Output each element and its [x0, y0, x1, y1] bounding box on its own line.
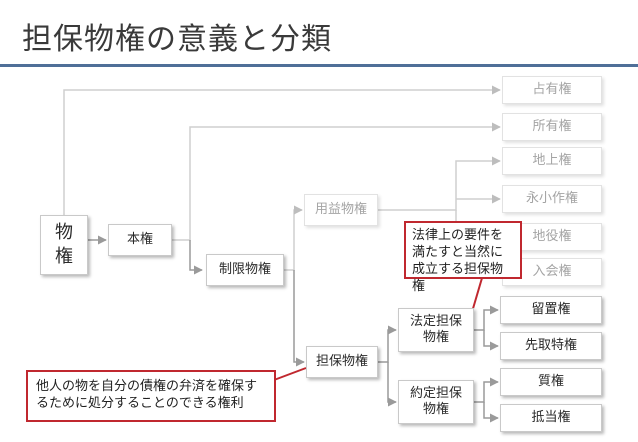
node-seigen-label: 制限物権	[218, 262, 271, 277]
line-hotei-sakidori	[483, 330, 499, 351]
node-teito: 抵当権	[500, 404, 602, 432]
node-chijo: 地上権	[502, 147, 602, 175]
title-rule	[0, 64, 638, 67]
line-seigen-yoeki	[284, 205, 303, 271]
node-sakidori: 先取特権	[500, 332, 602, 360]
line-yakutei-teito	[483, 402, 499, 423]
node-chieki-label: 地役権	[532, 229, 572, 244]
line-bukken-senyu	[63, 85, 501, 215]
node-ryuchi-label: 留置権	[531, 302, 571, 317]
node-shoyu: 所有権	[502, 113, 602, 141]
line-hotei-ryuchi	[474, 305, 499, 331]
node-yoeki: 用益物権	[304, 194, 378, 226]
node-shichi: 質権	[500, 368, 602, 396]
callout-pointer-hotei	[471, 277, 483, 313]
node-iriai-label: 入会権	[532, 264, 572, 279]
line-yoeki-chijo	[378, 156, 501, 211]
node-tanpo-label: 担保物権	[315, 354, 368, 369]
node-eikosaku: 永小作権	[502, 185, 602, 213]
node-seigen: 制限物権	[206, 254, 284, 286]
line-tanpo-yakutei	[387, 362, 397, 407]
line-tanpo-hotei	[378, 325, 397, 363]
line-honken-seigen	[189, 240, 203, 275]
page-title: 担保物権の意義と分類	[22, 22, 332, 57]
node-shoyu-label: 所有権	[532, 119, 572, 134]
node-hotei: 法定担保物権	[398, 308, 474, 352]
node-sakidori-label: 先取特権	[524, 338, 577, 353]
callout-tanpo-text: 他人の物を自分の債権の弁済を確保するために処分することのできる権利	[36, 379, 258, 411]
line-yakutei-shichi	[474, 377, 499, 403]
node-honken: 本権	[108, 224, 172, 256]
node-teito-label: 抵当権	[531, 410, 571, 425]
callout-pointer-tanpo	[273, 367, 307, 381]
node-honken-label: 本権	[126, 232, 153, 247]
line-honken-shoyu	[172, 122, 501, 241]
callout-tanpo: 他人の物を自分の債権の弁済を確保するために処分することのできる権利	[26, 370, 276, 422]
node-senyu: 占有権	[502, 76, 602, 104]
node-shichi-label: 質権	[537, 374, 564, 389]
line-seigen-tanpo	[293, 270, 305, 367]
node-bukken: 物権	[40, 215, 88, 275]
callout-hotei: 法律上の要件を満たすと当然に成立する担保物権	[404, 221, 522, 294]
node-yakutei: 約定担保物権	[398, 380, 474, 424]
node-yoeki-label: 用益物権	[314, 202, 367, 217]
node-tanpo: 担保物権	[306, 346, 378, 378]
node-senyu-label: 占有権	[532, 82, 572, 97]
node-yakutei-label: 約定担保物権	[410, 386, 463, 417]
callout-hotei-text: 法律上の要件を満たすと当然に成立する担保物権	[412, 228, 504, 294]
node-eikosaku-label: 永小作権	[525, 191, 578, 206]
node-chijo-label: 地上権	[532, 153, 572, 168]
node-ryuchi: 留置権	[500, 296, 602, 324]
node-hotei-label: 法定担保物権	[410, 314, 463, 345]
node-bukken-label: 物権	[55, 222, 73, 267]
